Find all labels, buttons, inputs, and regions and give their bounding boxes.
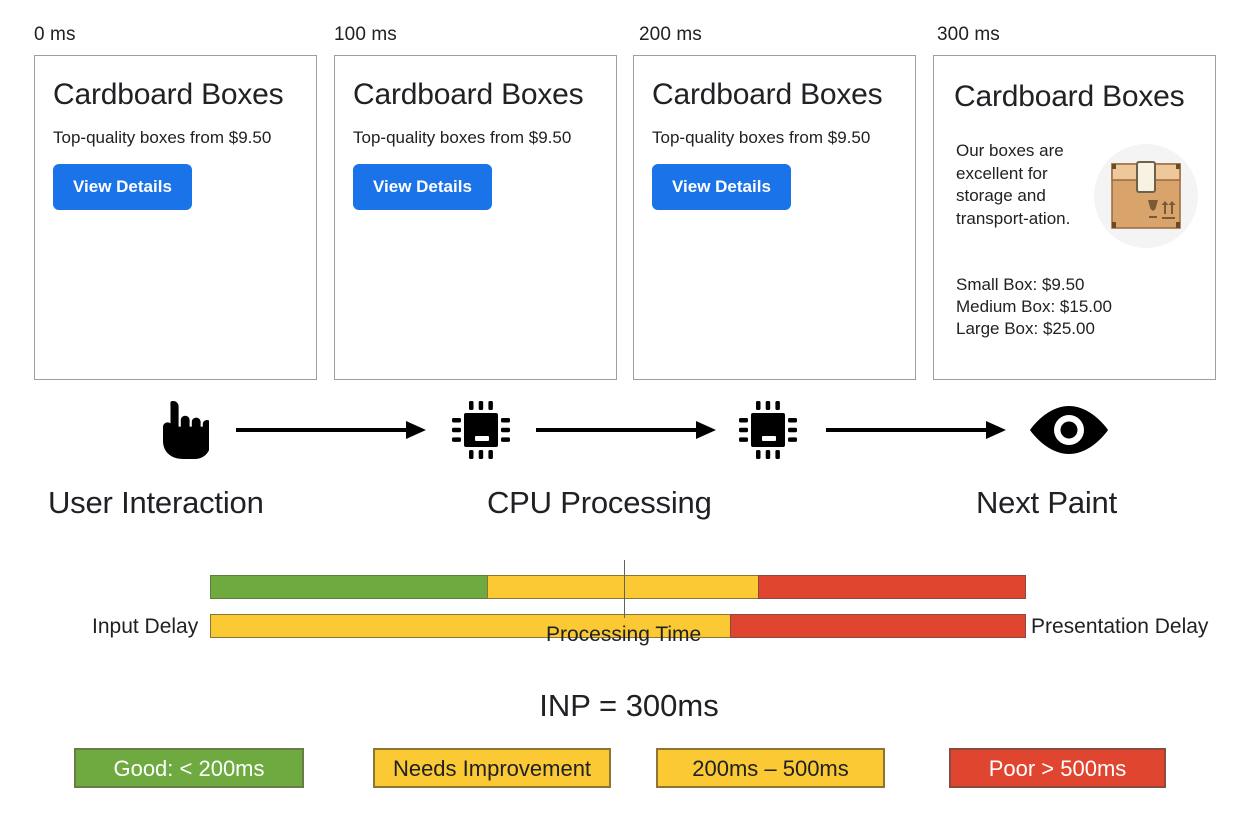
arrow-cpu-to-cpu [536, 421, 716, 439]
legend: Good: < 200ms Needs Improvement 200ms – … [0, 748, 1248, 792]
stage-label-user-interaction: User Interaction [48, 485, 264, 520]
legend-chip-poor[interactable]: Poor > 500ms [949, 748, 1166, 788]
breakdown-segment-input-delay [210, 614, 731, 638]
frame-panel-200ms: Cardboard Boxes Top-quality boxes from $… [633, 55, 916, 380]
cpu-chip-icon-wrap-1 [446, 395, 516, 465]
marker-line [624, 560, 625, 618]
cpu-chip-icon [739, 401, 797, 459]
stage-label-cpu-processing: CPU Processing [487, 485, 712, 520]
scale-segment-needs-improvement [487, 575, 759, 599]
eye-icon-wrap [1026, 395, 1112, 465]
bar-caption-processing-time: Processing Time [546, 623, 702, 646]
inp-total: INP = 300ms [0, 688, 1248, 724]
time-tick-200: 200 ms [639, 24, 702, 45]
breakdown-segment-presentation-delay [730, 614, 1026, 638]
bar-caption-presentation-delay: Presentation Delay [1031, 615, 1209, 638]
price-small: Small Box: $9.50 [956, 275, 1085, 294]
product-title: Cardboard Boxes [353, 78, 584, 111]
product-subtitle: Top-quality boxes from $9.50 [652, 128, 871, 147]
pointing-hand-icon [163, 401, 209, 459]
cpu-chip-icon [452, 401, 510, 459]
legend-chip-needs-improvement[interactable]: Needs Improvement [373, 748, 611, 788]
view-details-button[interactable]: View Details [652, 164, 791, 210]
view-details-button[interactable]: View Details [353, 164, 492, 210]
frame-panel-0ms: Cardboard Boxes Top-quality boxes from $… [34, 55, 317, 380]
eye-icon [1030, 406, 1108, 454]
flow-row [0, 395, 1248, 475]
scale-segment-good [210, 575, 488, 599]
product-image-backdrop [1094, 144, 1198, 248]
product-title: Cardboard Boxes [53, 78, 284, 111]
arrow-cpu-to-paint [826, 421, 1006, 439]
pointing-hand-icon-wrap [146, 395, 216, 465]
filmstrip: 0 ms 100 ms 200 ms 300 ms Cardboard Boxe… [0, 0, 1248, 390]
cardboard-box-icon [1111, 161, 1181, 229]
product-title: Cardboard Boxes [954, 80, 1185, 113]
inp-total-label: INP = 300ms [539, 688, 719, 723]
cpu-chip-icon-wrap-2 [733, 395, 803, 465]
scale-segment-poor [758, 575, 1026, 599]
legend-chip-range[interactable]: 200ms – 500ms [656, 748, 885, 788]
stage-label-next-paint: Next Paint [976, 485, 1118, 520]
view-details-button[interactable]: View Details [53, 164, 192, 210]
bar-caption-input-delay: Input Delay [92, 615, 199, 638]
inp-bars: Input Delay Processing Time Presentation… [0, 555, 1248, 655]
product-subtitle: Top-quality boxes from $9.50 [53, 128, 272, 147]
product-subtitle: Top-quality boxes from $9.50 [353, 128, 572, 147]
product-title: Cardboard Boxes [652, 78, 883, 111]
time-tick-300: 300 ms [937, 24, 1000, 45]
legend-chip-good[interactable]: Good: < 200ms [74, 748, 304, 788]
price-large: Large Box: $25.00 [956, 319, 1095, 338]
time-tick-0: 0 ms [34, 24, 76, 45]
frame-panel-300ms: Cardboard Boxes Our boxes are excellent … [933, 55, 1216, 380]
frame-panel-100ms: Cardboard Boxes Top-quality boxes from $… [334, 55, 617, 380]
product-description: Our boxes are excellent for storage and … [956, 141, 1071, 228]
time-tick-100: 100 ms [334, 24, 397, 45]
price-medium: Medium Box: $15.00 [956, 297, 1112, 316]
arrow-interaction-to-cpu [236, 421, 426, 439]
price-list: Small Box: $9.50 Medium Box: $15.00 Larg… [956, 274, 1112, 340]
